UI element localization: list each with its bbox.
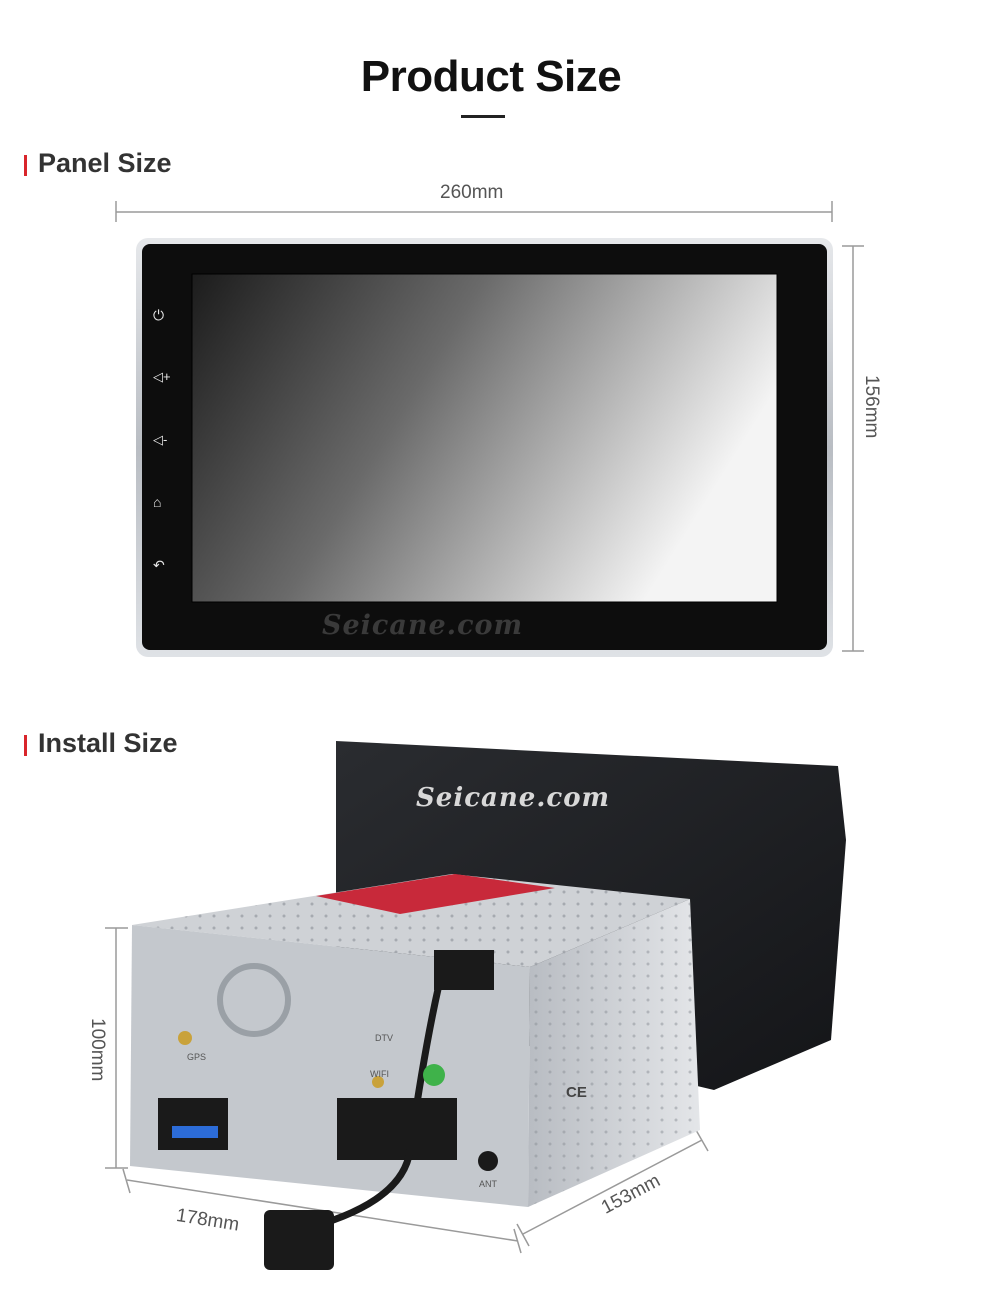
install-size-heading: Install Size: [38, 728, 178, 758]
power-icon: ⏻: [153, 307, 165, 323]
ant-port-label: ANT: [479, 1179, 497, 1189]
page-title: Product Size: [360, 52, 622, 101]
panel-device: [136, 238, 833, 657]
panel-watermark: Seicane.com: [322, 610, 524, 641]
section-marker: [24, 155, 27, 176]
title-underline: [461, 115, 505, 118]
install-height-label: 100mm: [87, 1018, 108, 1082]
ce-mark: CE: [566, 1084, 587, 1101]
dtv-port-label: DTV: [375, 1033, 393, 1043]
panel-size-heading: Panel Size: [38, 148, 172, 178]
panel-height-label: 156mm: [861, 375, 882, 439]
volume-down-icon: ◁-: [153, 432, 168, 447]
volume-up-icon: ◁+: [153, 369, 171, 384]
install-watermark: Seicane.com: [416, 783, 611, 813]
gps-port-label: GPS: [187, 1052, 207, 1062]
home-icon: ⌂: [153, 494, 162, 510]
panel-width-label: 260mm: [440, 182, 504, 203]
back-icon: ↶: [153, 557, 165, 573]
section-marker: [24, 735, 27, 756]
wifi-port-label: WIFI: [370, 1069, 389, 1079]
